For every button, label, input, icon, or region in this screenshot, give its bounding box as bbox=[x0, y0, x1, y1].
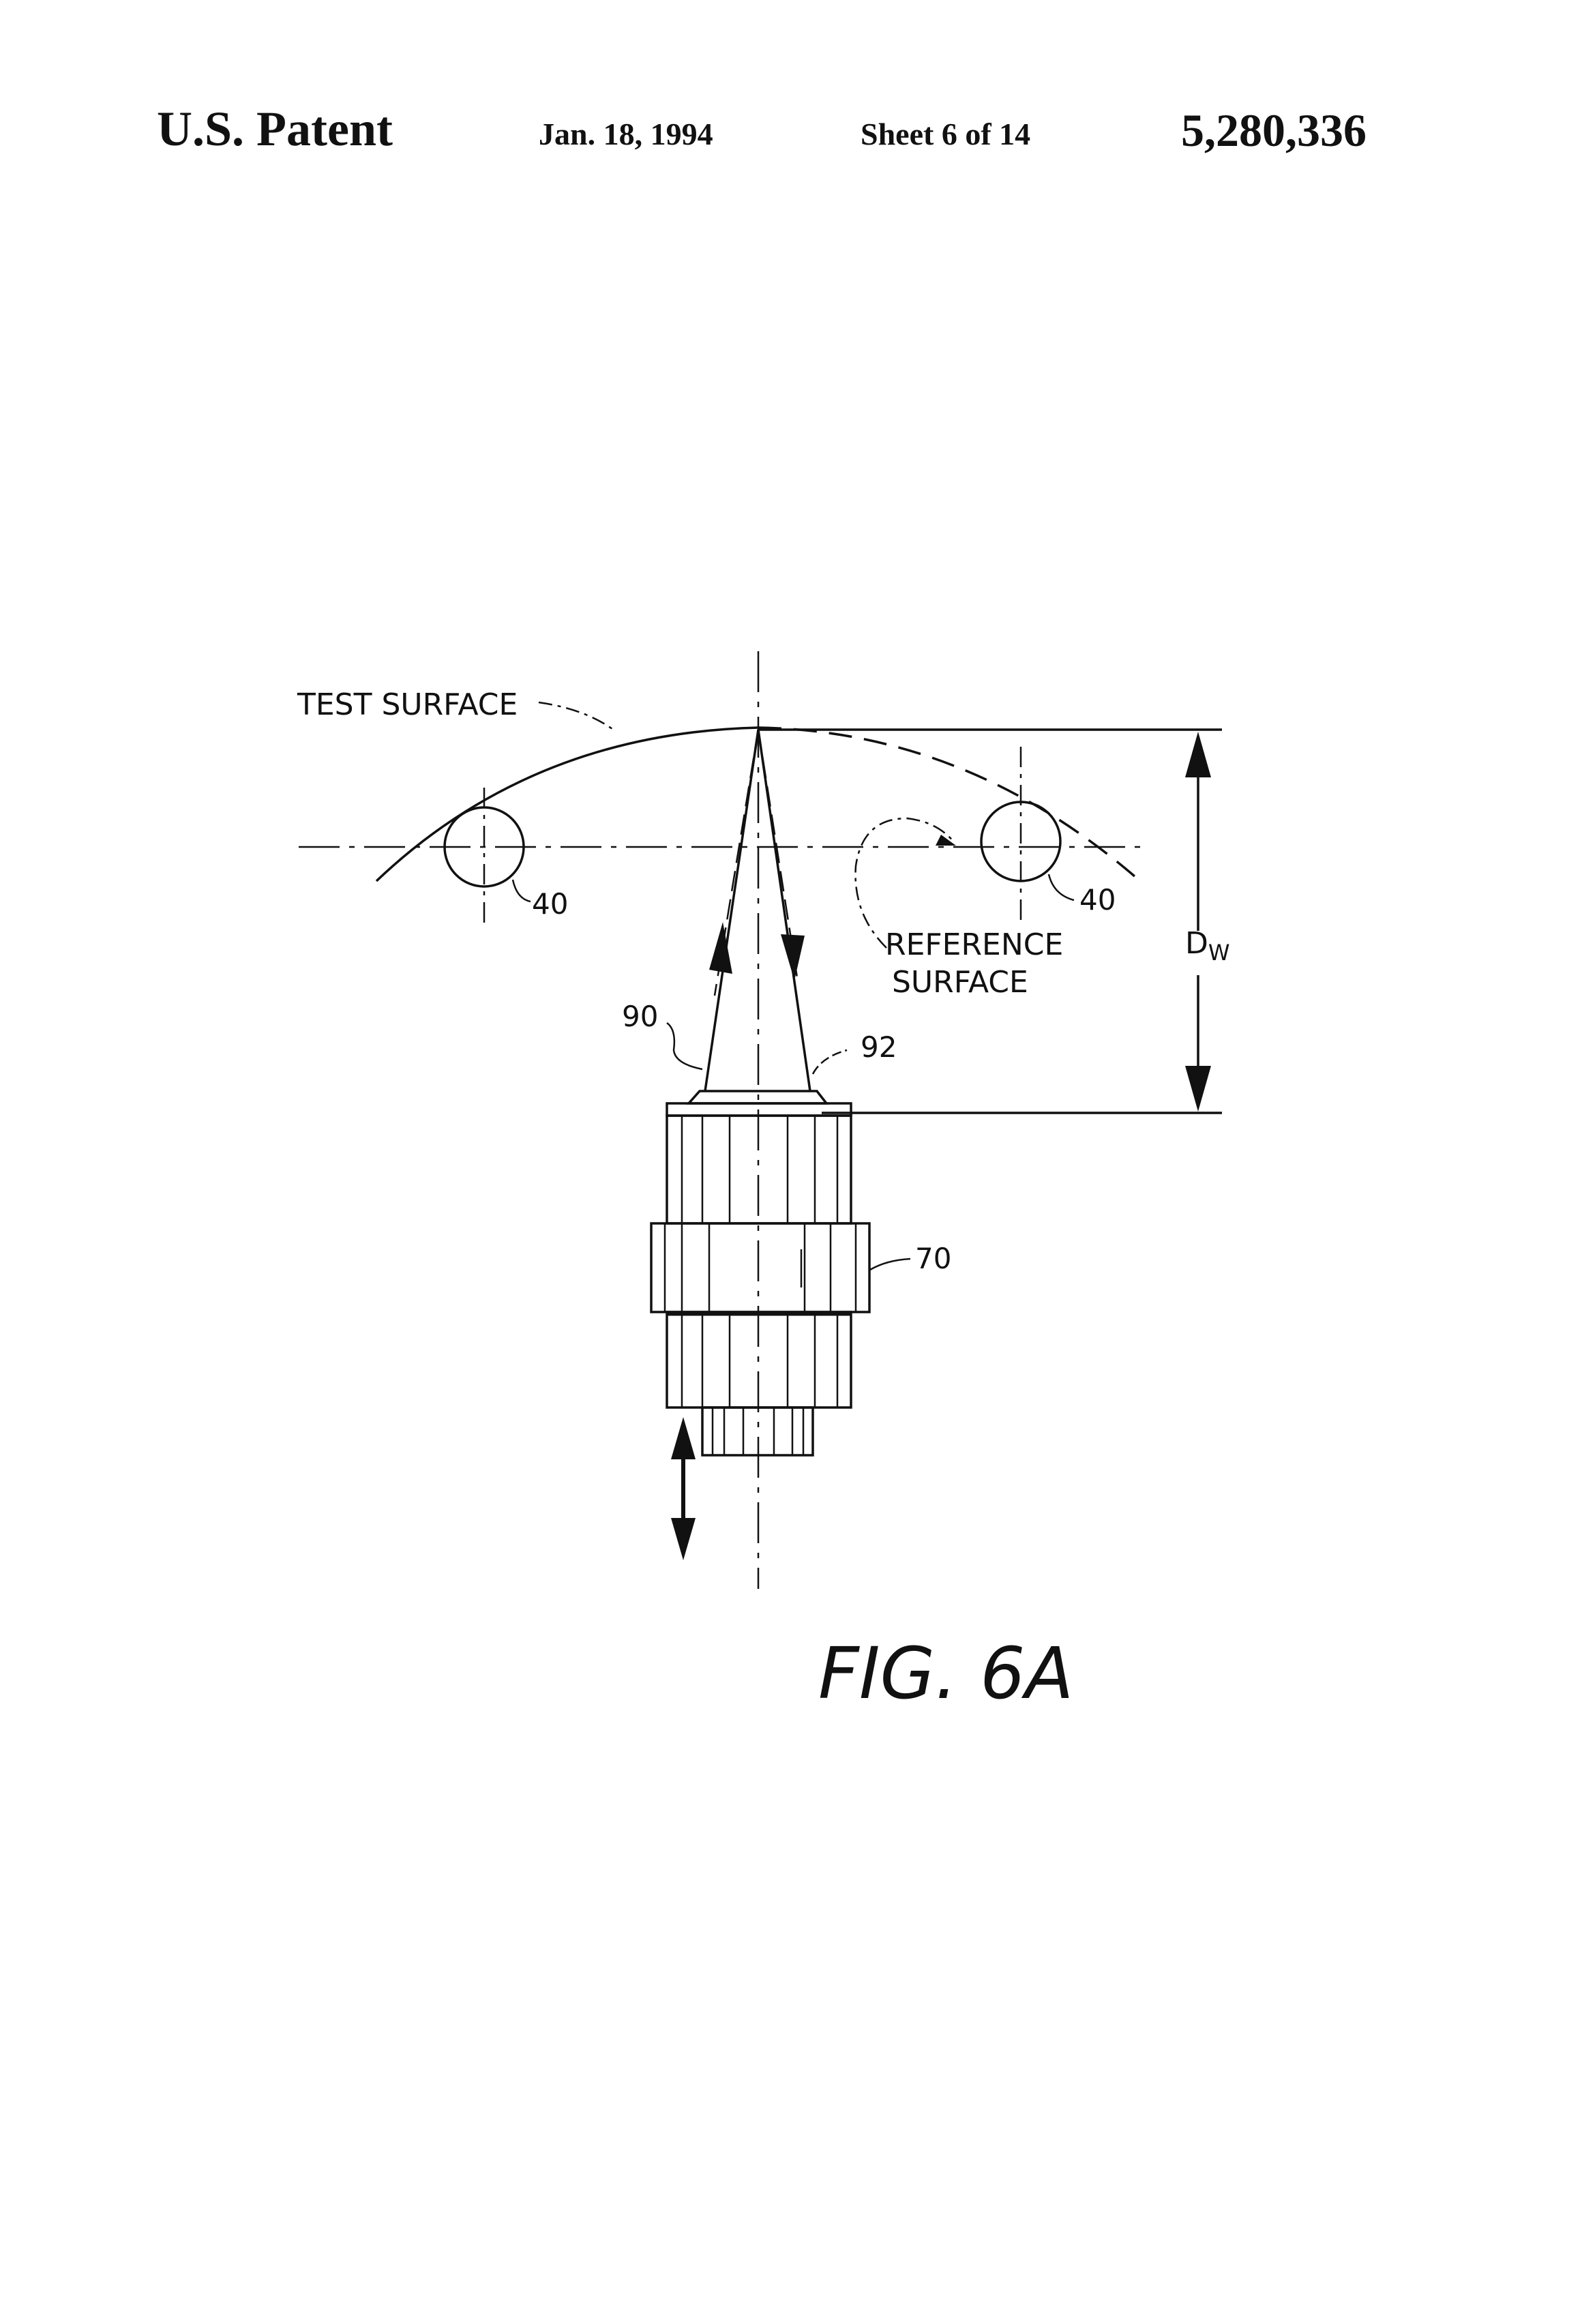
right-ball-numeral: 40 bbox=[1079, 883, 1116, 917]
beam-92-arrowhead-down bbox=[781, 934, 805, 981]
sheet-number: Sheet 6 of 14 bbox=[861, 117, 1031, 151]
test-surface-leader bbox=[538, 701, 616, 732]
beam-90-numeral: 90 bbox=[622, 1000, 658, 1033]
patent-date: Jan. 18, 1994 bbox=[539, 117, 713, 151]
test-surface-arc-solid bbox=[375, 726, 759, 882]
patent-header-title: U.S. Patent bbox=[157, 102, 393, 156]
dw-arrowhead-bottom bbox=[1185, 1066, 1211, 1112]
dw-arrowhead-top bbox=[1185, 732, 1211, 777]
reference-surface-label-line1: REFERENCE bbox=[885, 927, 1063, 962]
dw-subscript: W bbox=[1208, 940, 1230, 966]
left-ball-leader bbox=[511, 879, 531, 903]
figure-label: FIG. 6A bbox=[818, 1632, 1074, 1715]
left-ball-numeral: 40 bbox=[532, 887, 568, 921]
beam-90-arrowhead-up bbox=[709, 922, 732, 974]
dw-symbol: D bbox=[1185, 926, 1208, 961]
beam-cone-right-edge bbox=[757, 729, 811, 1092]
reference-surface-label-line2: SURFACE bbox=[892, 965, 1028, 1000]
probe-leader bbox=[869, 1257, 911, 1271]
beam-92-leader bbox=[811, 1049, 848, 1075]
beam-90-dashed bbox=[713, 729, 760, 996]
motion-arrow-head-down bbox=[671, 1518, 696, 1560]
beam-cone-left-edge bbox=[704, 729, 760, 1092]
test-surface-label: TEST SURFACE bbox=[297, 687, 518, 722]
probe-numeral: 70 bbox=[915, 1242, 951, 1275]
right-ball-leader bbox=[1047, 874, 1075, 902]
motion-arrow-head-up bbox=[671, 1417, 696, 1459]
reference-surface-leader-arrow bbox=[936, 835, 956, 846]
probe-body bbox=[650, 1090, 871, 1457]
patent-number: 5,280,336 bbox=[1181, 104, 1367, 156]
beam-92-numeral: 92 bbox=[861, 1030, 897, 1064]
reference-surface-arc-dashed bbox=[758, 726, 1141, 882]
beam-90-leader bbox=[666, 1022, 703, 1071]
reference-surface-leader bbox=[854, 817, 955, 949]
dw-label: DW bbox=[1185, 926, 1230, 966]
